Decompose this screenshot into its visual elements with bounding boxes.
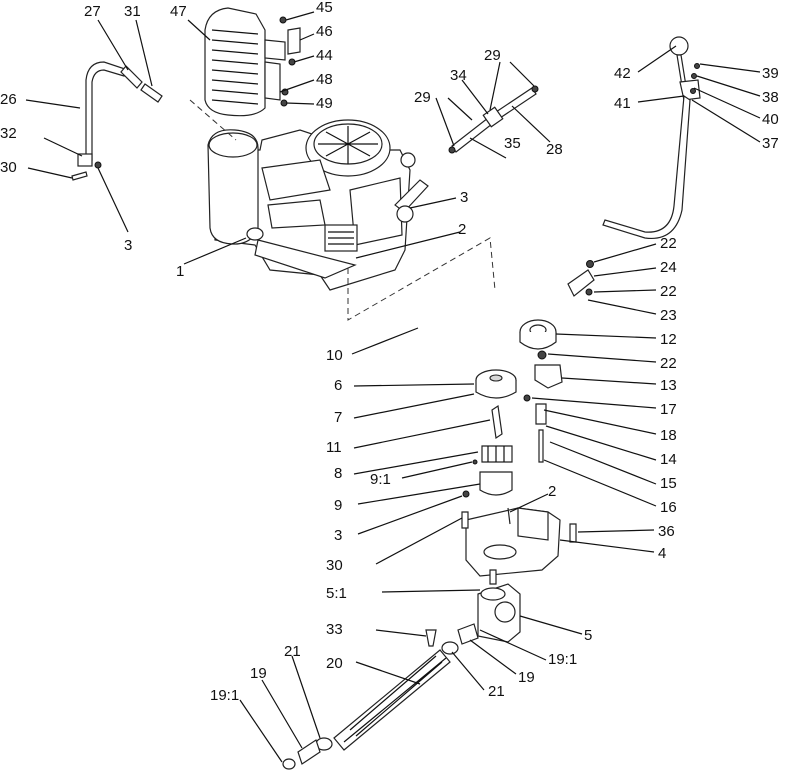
idler-assembly — [519, 260, 595, 463]
callout-10: 10 — [326, 347, 343, 364]
callout-11: 11 — [326, 439, 342, 456]
callout-13: 13 — [660, 377, 677, 394]
callout-9: 9 — [334, 497, 342, 514]
callout-21-low: 21 — [284, 643, 301, 660]
throttle-lever — [602, 36, 701, 240]
callout-23: 23 — [660, 307, 677, 324]
callout-27: 27 — [84, 3, 101, 20]
callout-16: 16 — [660, 499, 677, 516]
callout-19-low: 19 — [250, 665, 267, 682]
callout-20: 20 — [326, 655, 343, 672]
callout-37: 37 — [762, 135, 779, 152]
fitting-19-lower — [297, 739, 321, 765]
callout-19-1-low: 19:1 — [210, 687, 239, 704]
callout-33: 33 — [326, 621, 343, 638]
callout-4: 4 — [658, 545, 666, 562]
callout-19-mid: 19 — [518, 669, 535, 686]
callout-44: 44 — [316, 47, 333, 64]
pump-bracket — [461, 490, 577, 577]
shield-bracket — [287, 27, 301, 55]
callout-38: 38 — [762, 89, 779, 106]
callout-22-a: 22 — [660, 235, 677, 252]
callout-39: 39 — [762, 65, 779, 82]
clutch-stack — [472, 369, 517, 496]
callout-19-1-mid: 19:1 — [548, 651, 577, 668]
callout-labels: 27 31 47 45 46 44 48 49 26 32 30 3 1 2 3… — [0, 0, 779, 704]
fitting-19-1-lower — [282, 758, 296, 770]
callout-48: 48 — [316, 71, 333, 88]
callout-5-1: 5:1 — [326, 585, 347, 602]
callout-3-mid: 3 — [334, 527, 342, 544]
callout-3-top: 3 — [460, 189, 468, 206]
callout-21-mid: 21 — [488, 683, 505, 700]
control-linkage — [448, 85, 539, 154]
callout-32: 32 — [0, 125, 17, 142]
drive-belt — [415, 294, 516, 370]
callout-28: 28 — [546, 141, 563, 158]
callout-40: 40 — [762, 111, 779, 128]
callout-17: 17 — [660, 401, 677, 418]
callout-35: 35 — [504, 135, 521, 152]
callout-29-top: 29 — [484, 47, 501, 64]
callout-45: 45 — [316, 0, 333, 16]
callout-1: 1 — [176, 263, 184, 280]
callout-8: 8 — [334, 465, 342, 482]
fitting-19 — [457, 623, 479, 645]
callout-26: 26 — [0, 91, 17, 108]
bolt-33 — [425, 629, 437, 647]
heat-shield — [204, 7, 286, 117]
clamp-21 — [441, 641, 459, 655]
hydraulic-pump — [477, 569, 521, 643]
callout-22-b: 22 — [660, 283, 677, 300]
callout-5: 5 — [584, 627, 592, 644]
callout-31: 31 — [124, 3, 141, 20]
screw-45 — [279, 16, 287, 24]
callout-12: 12 — [660, 331, 677, 348]
callout-3-left: 3 — [124, 237, 132, 254]
breather-tube — [71, 61, 163, 181]
callout-6: 6 — [334, 377, 342, 394]
callout-22-c: 22 — [660, 355, 677, 372]
callout-41: 41 — [614, 95, 631, 112]
callout-42: 42 — [614, 65, 631, 82]
callout-46: 46 — [316, 23, 333, 40]
hose — [333, 649, 451, 751]
callout-14: 14 — [660, 451, 677, 468]
callout-15: 15 — [660, 475, 677, 492]
engine — [207, 119, 429, 291]
callout-30-mid: 30 — [326, 557, 343, 574]
callout-47: 47 — [170, 3, 187, 20]
callout-24: 24 — [660, 259, 677, 276]
callout-30-top: 30 — [0, 159, 17, 176]
callout-7: 7 — [334, 409, 342, 426]
callout-9-1: 9:1 — [370, 471, 391, 488]
callout-49: 49 — [316, 95, 333, 112]
callout-34: 34 — [450, 67, 467, 84]
assembly-line — [189, 99, 237, 141]
callout-18: 18 — [660, 427, 677, 444]
callout-29-left: 29 — [414, 89, 431, 106]
callout-2-mid: 2 — [548, 483, 556, 500]
callout-2-top: 2 — [458, 221, 466, 238]
callout-36: 36 — [658, 523, 675, 540]
belt-path-line — [347, 237, 496, 321]
leader-lines — [25, 11, 761, 763]
